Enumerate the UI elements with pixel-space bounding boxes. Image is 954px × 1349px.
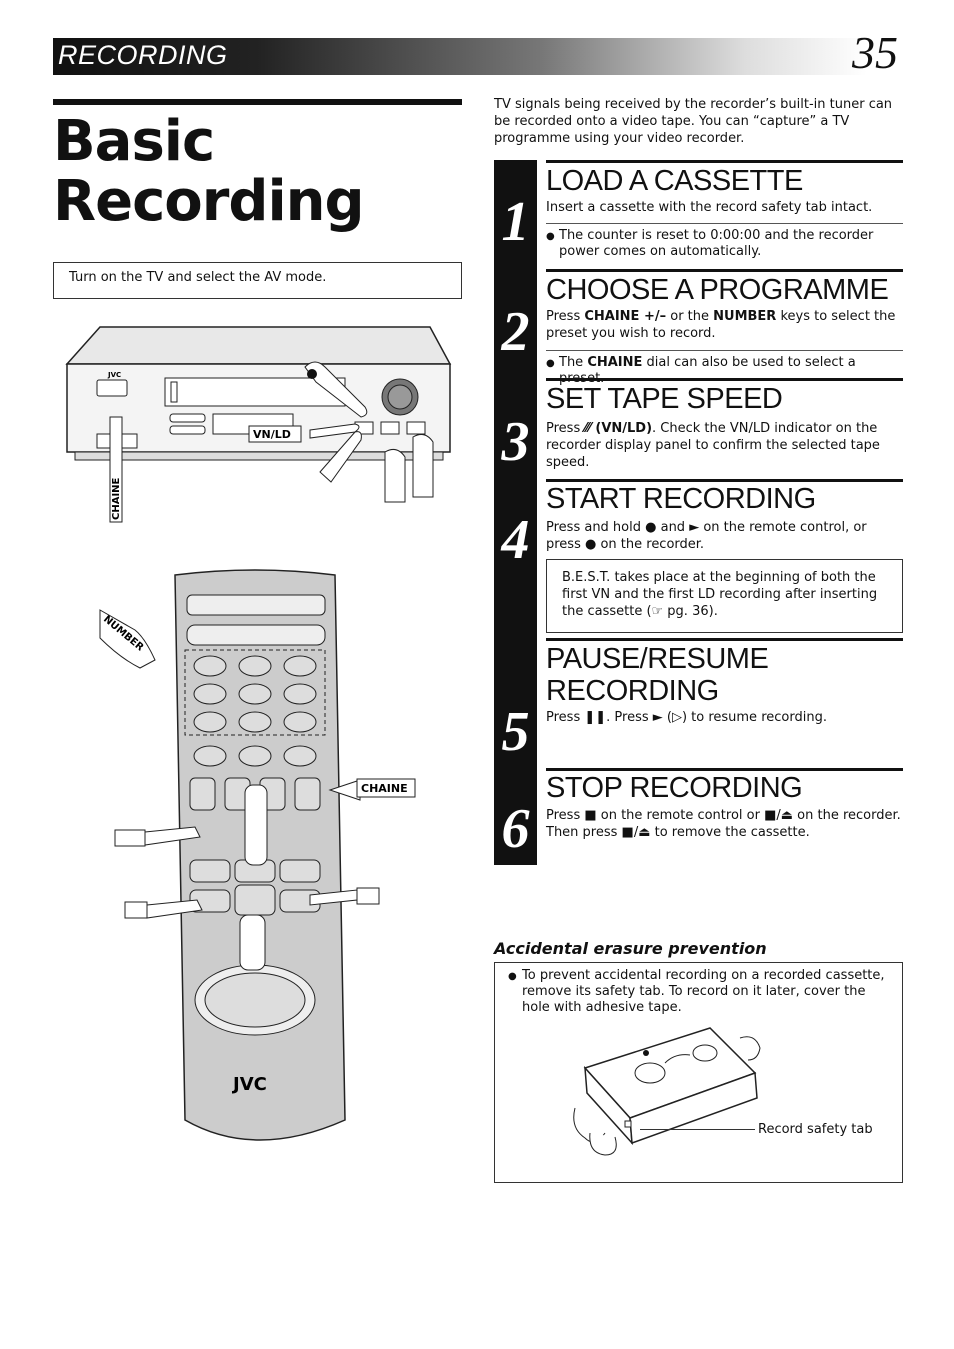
best-note-box: B.E.S.T. takes place at the beginning of…	[546, 559, 903, 633]
step-number-bar	[494, 160, 537, 865]
step-5-rule	[546, 638, 903, 641]
title-rule	[53, 99, 462, 105]
chaine-vertical-label: CHAINE	[111, 477, 122, 520]
accidental-box	[494, 962, 903, 1183]
accidental-text: To prevent accidental recording on a rec…	[508, 968, 893, 1016]
step-2-bullet: The CHAINE dial can also be used to sele…	[546, 355, 903, 387]
step-number-2: 2	[501, 301, 530, 363]
step-2-divider	[546, 350, 903, 351]
tv-note-box: Turn on the TV and select the AV mode.	[53, 262, 462, 299]
step-6-title: STOP RECORDING	[546, 772, 803, 804]
title-line-1: Basic	[53, 109, 215, 174]
step-3-title: SET TAPE SPEED	[546, 383, 783, 415]
step-6-rule	[546, 768, 903, 771]
step-4-title: START RECORDING	[546, 483, 816, 515]
step-number-1: 1	[501, 191, 530, 253]
step-number-4: 4	[501, 509, 530, 571]
step-number-6: 6	[501, 798, 530, 860]
title-line-2: Recording	[53, 169, 365, 234]
step-1-bullet: The counter is reset to 0:00:00 and the …	[546, 228, 903, 260]
vnld-label: VN/LD	[253, 428, 291, 441]
step-1-title: LOAD A CASSETTE	[546, 165, 803, 197]
record-safety-tab-label: Record safety tab	[758, 1122, 873, 1137]
step-5-text: Press ❚❚. Press ► (▷) to resume recordin…	[546, 710, 827, 725]
step-2-title: CHOOSE A PROGRAMME	[546, 274, 889, 306]
section-title: RECORDING	[58, 40, 228, 70]
step-2-rule	[546, 269, 903, 272]
step-2-text: Press CHAINE +/– or the NUMBER keys to s…	[546, 309, 896, 341]
step-number-5: 5	[501, 701, 530, 763]
page-title: Basic Recording	[53, 109, 365, 234]
header-bar	[53, 38, 867, 75]
step-3-rule	[546, 378, 903, 381]
step-1-rule	[546, 160, 903, 163]
chaine-label: CHAINE	[361, 782, 408, 795]
step-1-divider	[546, 223, 903, 224]
step-4-rule	[546, 479, 903, 482]
tab-label-leader	[640, 1129, 755, 1130]
vcr-illustration: JVC VN/LD CHAINE	[65, 326, 452, 523]
step-1-text: Insert a cassette with the record safety…	[546, 200, 873, 215]
page-number: 35	[852, 27, 898, 78]
step-number-3: 3	[501, 411, 530, 473]
step-5-title: PAUSE/RESUME RECORDING	[546, 643, 769, 707]
vcr-brand: JVC	[107, 371, 121, 379]
step-3-text: Press ⁄⁄⁄ (VN/LD). Check the VN/LD indic…	[546, 421, 880, 470]
step-6-text: Press ■ on the remote control or ■/⏏ on …	[546, 808, 901, 840]
remote-illustration: JVC NUMBER CHAINE	[99, 569, 416, 1141]
cassette-illustration	[573, 1027, 761, 1156]
remote-brand: JVC	[231, 1074, 267, 1095]
step-4-text: Press and hold ● and ► on the remote con…	[546, 520, 867, 552]
accidental-title: Accidental erasure prevention	[494, 939, 767, 958]
intro-text: TV signals being received by the recorde…	[494, 97, 893, 146]
